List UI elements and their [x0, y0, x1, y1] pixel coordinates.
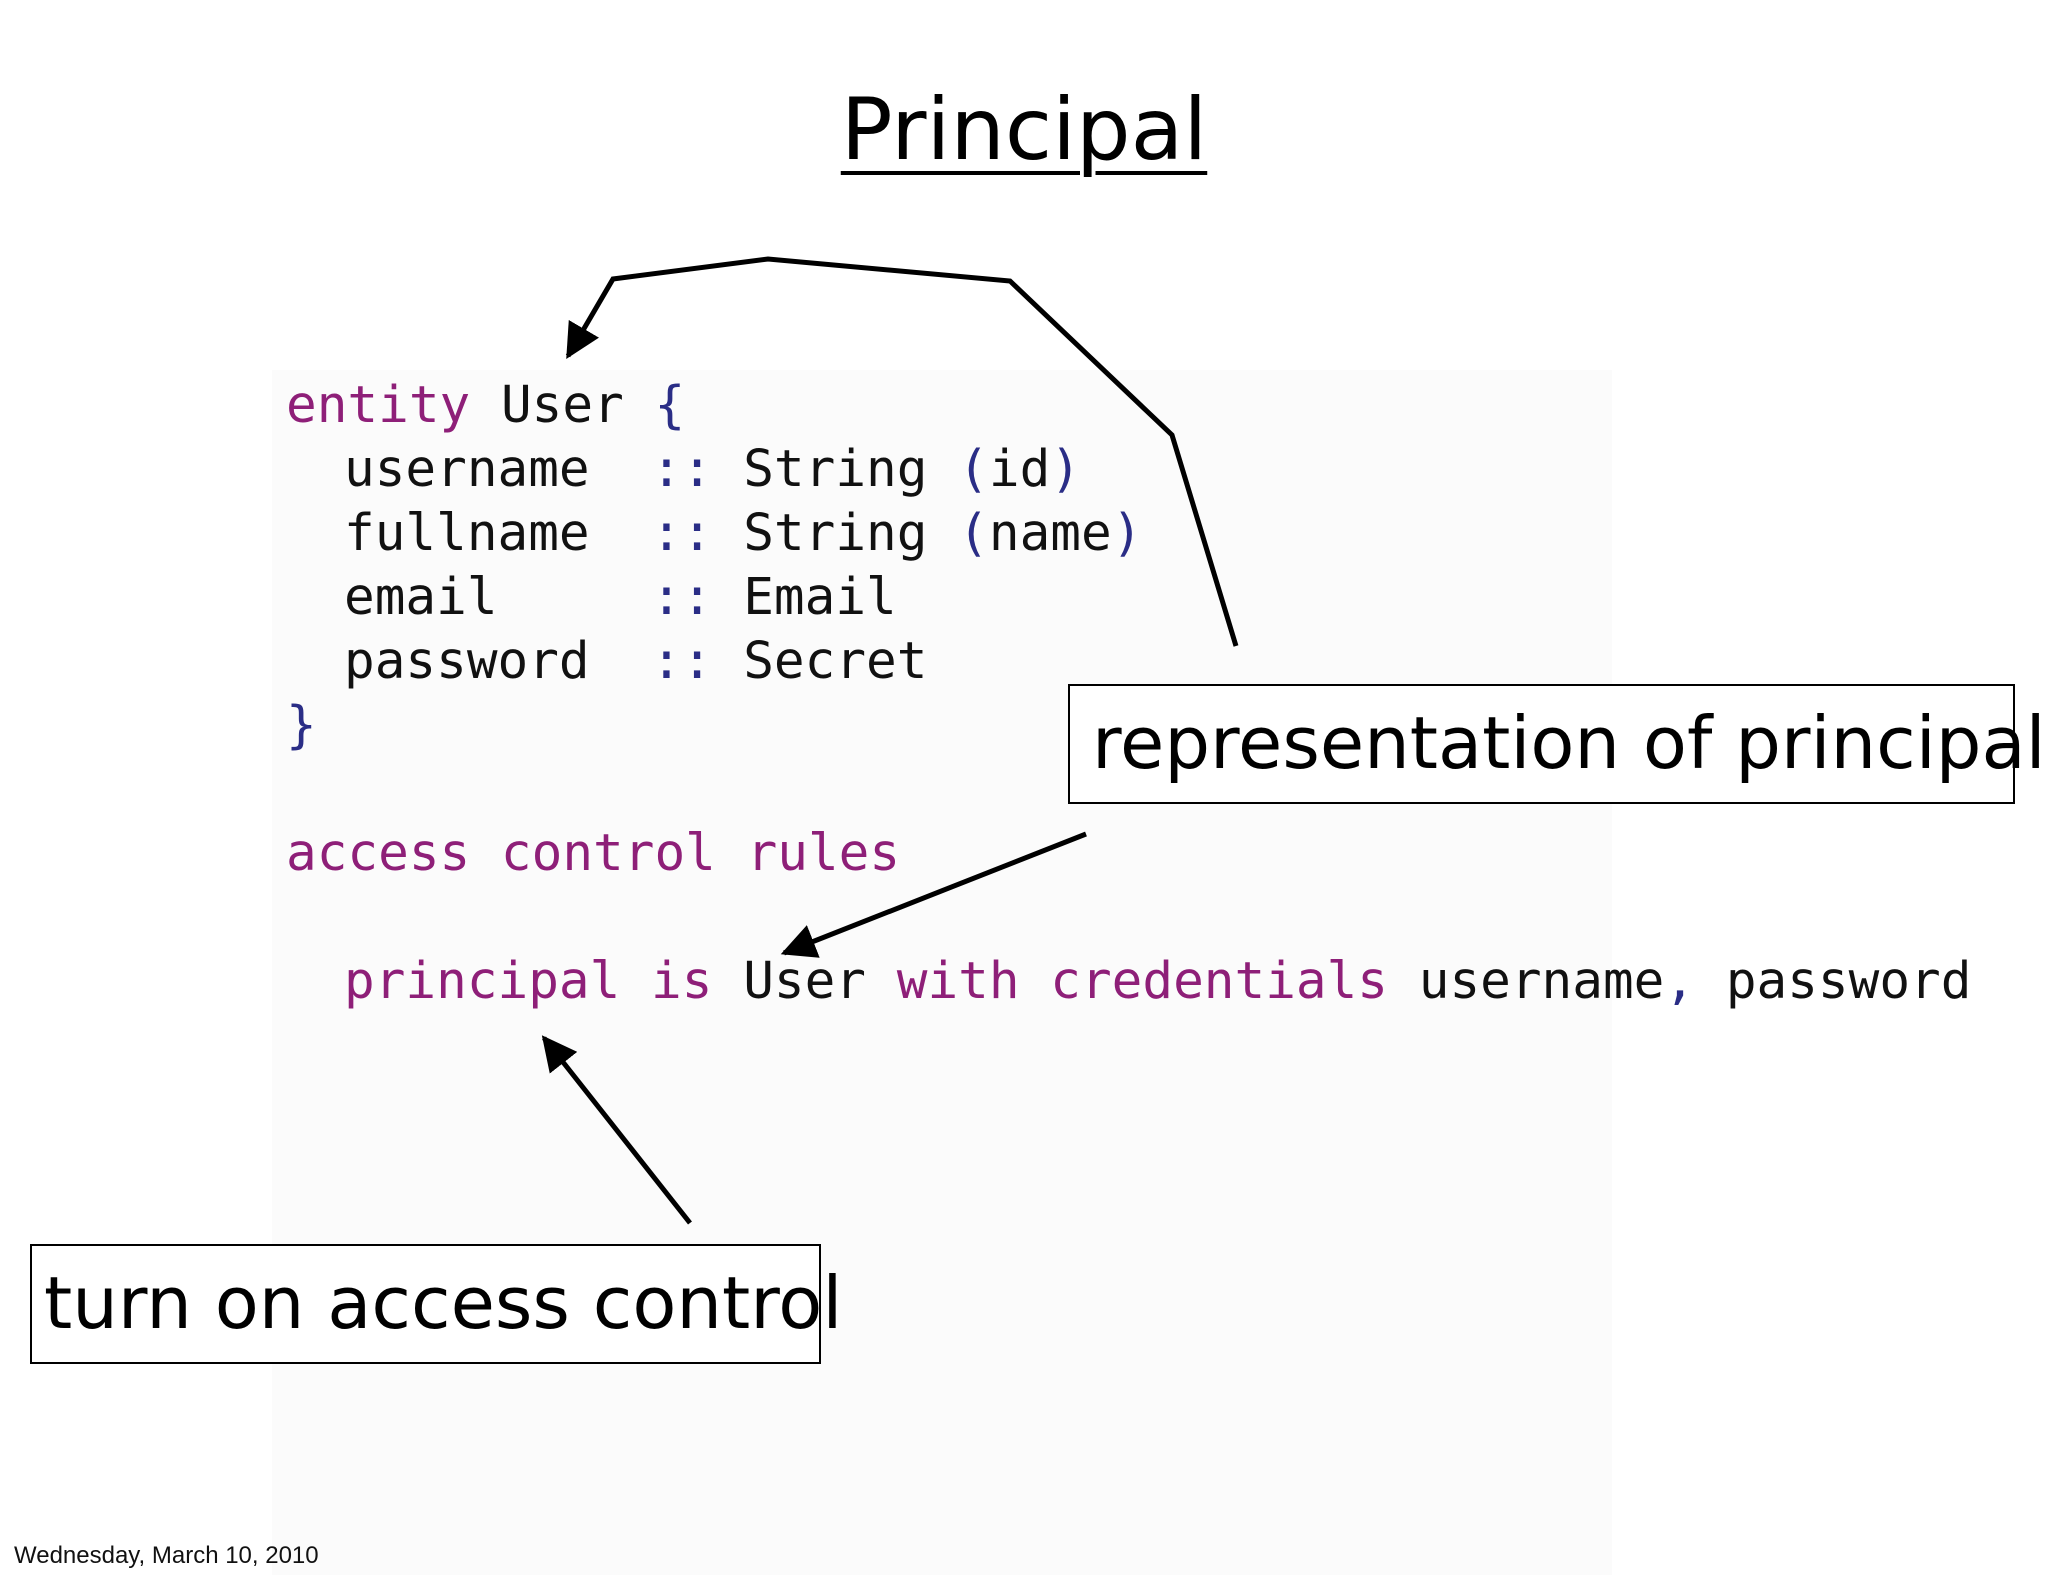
- field-paren-open: (: [958, 504, 989, 563]
- code-line-field: fullname :: String (name): [344, 502, 1142, 566]
- arrow-to-entity-user: [565, 256, 1239, 647]
- open-brace: {: [654, 376, 686, 435]
- close-brace: }: [286, 696, 317, 755]
- field-annotation: id: [988, 440, 1051, 499]
- field-paren-close: ): [1111, 504, 1143, 563]
- slide-title-text: Principal: [840, 80, 1208, 180]
- field-separator: ::: [651, 568, 713, 627]
- field-paren-open: (: [958, 440, 989, 499]
- entity-keyword: entity: [286, 376, 471, 435]
- field-separator: ::: [651, 504, 713, 563]
- code-panel: [272, 370, 1612, 1575]
- field-name: fullname: [344, 504, 590, 563]
- code-line-entity: entity User {: [286, 374, 685, 438]
- callout-representation-of-principal: representation of principal: [1068, 684, 2046, 804]
- principal-keyword: principal is: [344, 952, 713, 1011]
- field-type: Email: [743, 568, 897, 627]
- field-paren-close: ): [1050, 440, 1082, 499]
- code-line-field: username :: String (id): [344, 438, 1081, 502]
- code-line-field: email :: Email: [344, 566, 897, 630]
- field-separator: ::: [651, 632, 713, 691]
- field-name: username: [344, 440, 590, 499]
- code-line-field: password :: Secret: [344, 630, 927, 694]
- credential-password: password: [1725, 952, 1972, 1011]
- entity-name: User: [500, 376, 624, 435]
- slide-title: Principal: [0, 80, 2048, 180]
- field-name: password: [344, 632, 590, 691]
- principal-entity: User: [743, 952, 867, 1011]
- arrow-to-principal-user: [780, 831, 1087, 958]
- credential-username: username: [1418, 952, 1665, 1011]
- credential-comma: ,: [1664, 952, 1696, 1011]
- arrow-to-principal-keyword: [541, 1035, 692, 1225]
- access-control-rules-keyword: access control rules: [286, 824, 901, 883]
- code-line-principal: principal is User with credentials usern…: [344, 950, 1971, 1014]
- field-name: email: [344, 568, 498, 627]
- field-type: String: [743, 440, 928, 499]
- field-type: String: [743, 504, 928, 563]
- callout-turn-on-access-control: turn on access control: [30, 1244, 842, 1364]
- field-separator: ::: [651, 440, 713, 499]
- field-type: Secret: [743, 632, 928, 691]
- field-annotation: name: [988, 504, 1112, 563]
- credentials-keyword: with credentials: [896, 952, 1389, 1011]
- footer-date: Wednesday, March 10, 2010: [14, 1542, 319, 1569]
